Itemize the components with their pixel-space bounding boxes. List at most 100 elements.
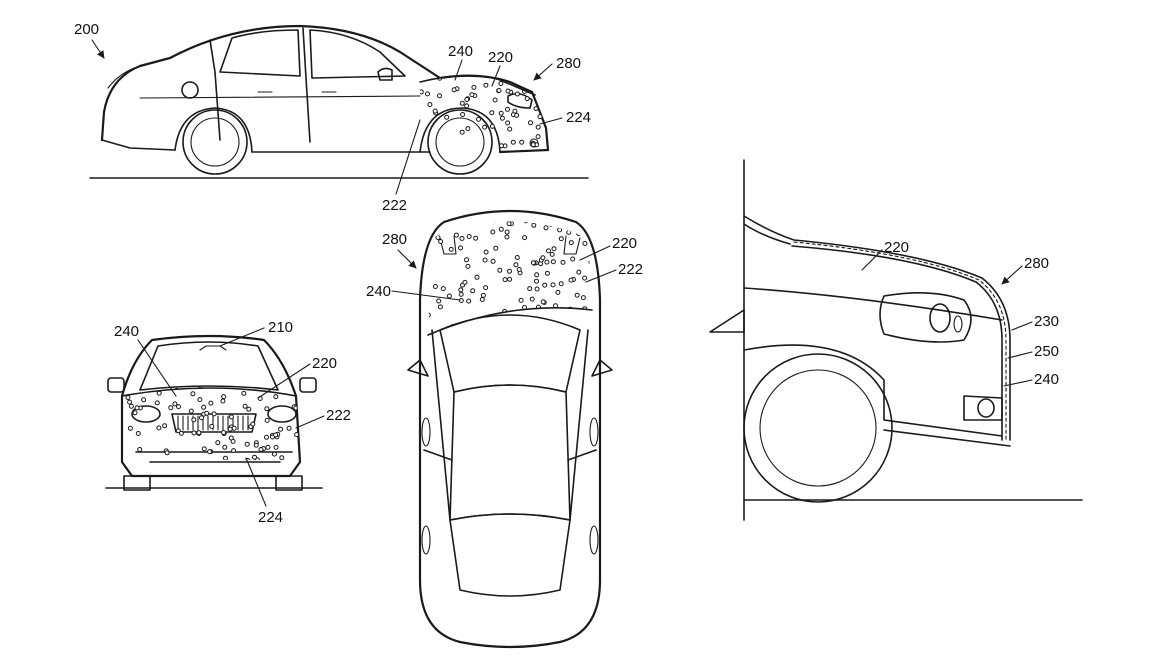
adhesive-dot [215, 440, 221, 446]
side-front-wheel-arch [419, 107, 501, 153]
adhesive-dot [264, 417, 270, 423]
side-mirror [377, 67, 393, 81]
leader-top-222 [585, 269, 617, 283]
adhesive-dot [154, 400, 160, 406]
adhesive-dot [504, 234, 510, 240]
adhesive-dot [168, 405, 174, 411]
adhesive-dot [505, 88, 511, 94]
adhesive-dot [531, 222, 537, 228]
adhesive-dot [491, 321, 497, 327]
adhesive-dot [220, 398, 226, 404]
adhesive-dot [560, 259, 566, 265]
adhesive-dot [502, 277, 508, 283]
front-body-outline [120, 334, 302, 478]
side-view-car [89, 24, 589, 179]
adhesive-dot [191, 430, 197, 436]
adhesive-dot [548, 221, 554, 227]
adhesive-dot [523, 221, 529, 224]
adhesive-dot [273, 444, 279, 450]
top-side-lines [431, 329, 589, 521]
adhesive-dot [221, 394, 227, 400]
adhesive-dot [582, 241, 588, 246]
adhesive-dot [490, 229, 496, 235]
section-headlamp-lens [929, 303, 951, 333]
adhesive-dot [207, 449, 213, 455]
adhesive-dot [464, 103, 470, 109]
adhesive-dot [506, 221, 512, 227]
adhesive-dot [211, 411, 217, 417]
adhesive-dot [530, 142, 536, 148]
adhesive-dot [154, 387, 160, 389]
side-hood-edge [419, 74, 536, 96]
leader-front-240 [137, 339, 177, 397]
adhesive-dot [551, 246, 557, 252]
adhesive-dot [507, 126, 513, 132]
adhesive-dot [572, 310, 578, 316]
adhesive-dot [544, 321, 550, 327]
adhesive-dot [135, 431, 141, 436]
adhesive-dot [552, 326, 557, 332]
adhesive-dot [489, 110, 495, 116]
adhesive-dot [583, 213, 587, 217]
adhesive-dot [273, 394, 279, 400]
adhesive-dot [482, 124, 488, 130]
side-c-pillar [209, 39, 221, 141]
adhesive-dot [446, 293, 452, 299]
adhesive-dot [201, 446, 207, 452]
top-wheel-fr [589, 417, 599, 447]
adhesive-dot [465, 263, 471, 269]
leader-sec-220 [861, 249, 883, 271]
adhesive-dot [543, 225, 549, 231]
front-hood-edge [121, 387, 297, 397]
adhesive-dot [558, 281, 564, 287]
adhesive-dot [431, 135, 437, 140]
adhesive-dot [294, 432, 300, 438]
adhesive-dot [582, 275, 588, 281]
adhesive-dot [493, 245, 499, 251]
leader-side-222 [395, 119, 421, 195]
front-view-car [105, 334, 323, 491]
adhesive-dot [546, 248, 551, 254]
adhesive-dot [499, 143, 504, 149]
adhesive-dot [134, 405, 140, 411]
adhesive-dot [459, 236, 465, 241]
adhesive-dot [176, 404, 181, 410]
adhesive-dot [485, 216, 489, 220]
adhesive-dot [570, 256, 576, 262]
front-grille [171, 413, 257, 433]
adhesive-dot [498, 226, 504, 232]
adhesive-dot [473, 235, 479, 241]
adhesive-dot [550, 282, 556, 288]
adhesive-dot [432, 284, 438, 289]
adhesive-dot [566, 229, 572, 235]
adhesive-dot [490, 258, 496, 264]
adhesive-dot [162, 423, 168, 429]
adhesive-dot [534, 286, 540, 292]
adhesive-dot [542, 282, 548, 288]
label-side-222: 222 [382, 197, 407, 214]
adhesive-dot [164, 450, 170, 456]
adhesive-dot [524, 326, 530, 332]
adhesive-dot [197, 397, 203, 403]
adhesive-dot [466, 234, 472, 239]
adhesive-dot [568, 240, 574, 246]
leader-front-224 [245, 457, 267, 507]
adhesive-dot [271, 451, 277, 457]
leader-sec-240 [1003, 379, 1033, 387]
top-windshield [439, 314, 581, 393]
top-hood-rear-edge [427, 306, 593, 336]
side-rear-bumper [101, 139, 176, 151]
side-b-pillar [302, 27, 311, 143]
adhesive-dot [425, 91, 430, 97]
adhesive-dot [463, 323, 469, 329]
adhesive-dot [437, 216, 441, 220]
leader-front-210 [219, 327, 265, 347]
top-wheel-rl [421, 525, 431, 555]
side-rear-wheel [182, 109, 248, 175]
label-top-280: 280 [382, 231, 407, 248]
section-view [709, 159, 1083, 521]
adhesive-dot [498, 110, 504, 116]
section-headlamp-housing [879, 292, 972, 343]
adhesive-dot [557, 221, 563, 224]
adhesive-dot [228, 435, 234, 441]
